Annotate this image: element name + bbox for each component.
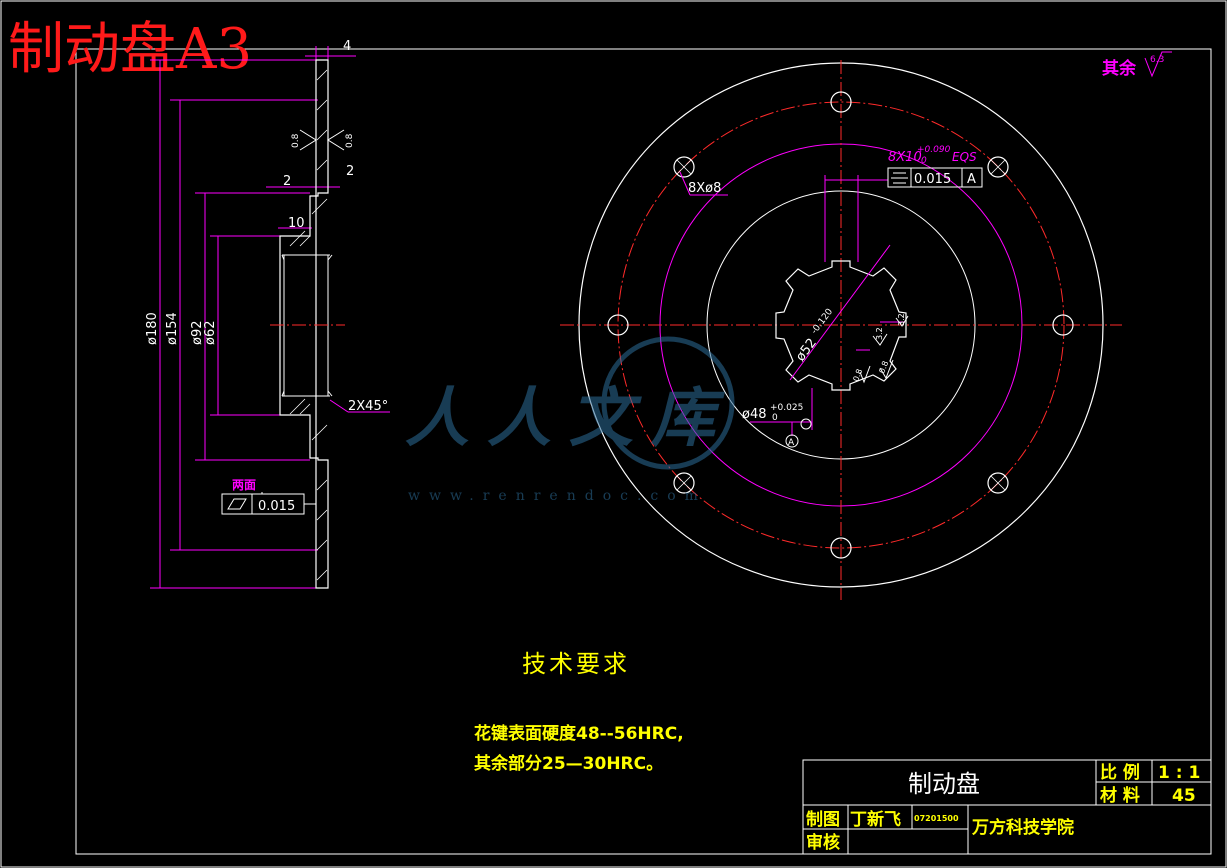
title-block: 制动盘 比 例 1 : 1 材 料 45 制图 丁新飞 07201500 审核 … <box>802 759 1212 855</box>
position-tolerance: 0.015 A <box>887 167 983 188</box>
spline-roughness-marks <box>859 315 909 384</box>
roughness-4: 3.2 <box>897 313 906 326</box>
bore-label: ø48 <box>742 407 767 422</box>
outer-spline-dim: ø52 -0.120 <box>793 307 836 365</box>
section-hatching <box>289 69 328 581</box>
dim-d180: ø180 <box>145 312 160 345</box>
material-label: 材 料 <box>1100 785 1140 806</box>
flatness-value: 0.015 <box>258 499 295 514</box>
general-roughness-label: 其余 <box>1102 58 1137 79</box>
material-value: 45 <box>1172 786 1196 806</box>
spline-roughness-values: 3.2 0.8 0.8 3.2 <box>851 313 906 382</box>
bolt-hole <box>673 472 695 494</box>
side-view: 4 2 2 10 2X45° ø180 ø154 ø92 ø62 0.8 0.8… <box>145 39 390 589</box>
scale-value: 1 : 1 <box>1158 763 1200 783</box>
front-leaders <box>679 171 905 436</box>
datum-circle <box>785 434 799 448</box>
scale-label: 比 例 <box>1100 762 1140 783</box>
tech-req-line2: 其余部分25—30HRC。 <box>474 753 663 774</box>
roughness-symbol-icon <box>1144 51 1172 78</box>
spline-suffix: EQS <box>952 150 977 164</box>
front-view: 8Xø8 8X10 +0.090 0 EQS 0.015 A ø52 -0.12… <box>560 60 1122 600</box>
bolt-hole <box>607 314 629 336</box>
dim-d92: ø92 <box>190 321 205 346</box>
bolt-hole-crosses <box>676 159 1006 491</box>
symmetry-icon <box>891 172 908 184</box>
dim-d62: ø62 <box>203 321 218 346</box>
side-dim-lines <box>150 46 390 589</box>
bolt-holes <box>607 91 1074 559</box>
sheet-title: 制动盘A3 <box>8 17 252 82</box>
roughness-3: 0.8 <box>877 360 890 375</box>
drawn-label: 制图 <box>806 809 840 830</box>
spline-profile <box>775 260 907 391</box>
watermark-brand: 人人文库 <box>405 382 733 456</box>
outer-spline-tol: -0.120 <box>810 307 836 336</box>
spline-spec-main: 8X10 <box>888 150 922 165</box>
datum-label: A <box>788 438 795 448</box>
general-roughness-value: 6.3 <box>1150 55 1164 65</box>
side-profile <box>279 59 329 589</box>
inner-frame <box>75 48 1212 855</box>
spline-tol-upper: +0.090 <box>917 145 951 155</box>
bolt-hole <box>830 91 852 113</box>
flatness-icon <box>227 498 247 510</box>
part-name: 制动盘 <box>908 770 980 798</box>
bore-dim: ø48 +0.025 0 A <box>742 403 812 448</box>
dim-d154: ø154 <box>165 312 180 345</box>
position-tol-datum: A <box>967 172 976 187</box>
bore-tol-upper: +0.025 <box>770 403 803 413</box>
spline-tol-lower: 0 <box>921 156 927 166</box>
side-dim-texts: 4 2 2 10 2X45° ø180 ø154 ø92 ø62 <box>145 39 388 414</box>
bolt-hole <box>987 156 1009 178</box>
bore-tol-lower: 0 <box>772 413 778 423</box>
envelope-icon <box>800 418 812 430</box>
tech-requirements: 技术要求 花键表面硬度48--56HRC, 其余部分25—30HRC。 <box>474 650 684 774</box>
dim-step-left: 2 <box>283 174 291 189</box>
tech-req-line1: 花键表面硬度48--56HRC, <box>474 723 684 744</box>
position-tol-value: 0.015 <box>914 172 951 187</box>
flatness-tolerance: 两面 0.015 <box>221 478 316 515</box>
dim-thickness: 4 <box>343 39 351 54</box>
dim-chamfer: 2X45° <box>348 399 388 414</box>
checked-label: 审核 <box>806 832 840 853</box>
outer-spline-label: ø52 <box>793 336 820 365</box>
drawing-no: 07201500 <box>914 814 959 823</box>
dim-hub-width: 10 <box>288 216 305 231</box>
watermark-logo-icon <box>601 336 735 470</box>
dim-step-right: 2 <box>346 164 354 179</box>
flatness-title: 两面 <box>232 478 256 492</box>
tech-req-title: 技术要求 <box>522 650 630 678</box>
roughness-face-a: 0.8 <box>291 133 301 148</box>
general-roughness-note: 其余 6.3 <box>1102 51 1172 79</box>
bolt-hole <box>673 156 695 178</box>
roughness-face-b: 0.8 <box>345 133 355 148</box>
watermark-url: www.renrendoc.com <box>408 488 707 504</box>
roughness-1: 3.2 <box>875 327 884 340</box>
roughness-2: 0.8 <box>851 368 864 383</box>
drawn-by: 丁新飞 <box>850 809 901 830</box>
bolt-hole <box>1052 314 1074 336</box>
watermark: 人人文库 www.renrendoc.com <box>405 336 735 504</box>
spline-spec: 8X10 +0.090 0 EQS <box>888 145 977 166</box>
face-roughness-marks <box>299 129 345 151</box>
bolt-hole <box>987 472 1009 494</box>
school-name: 万方科技学院 <box>971 817 1074 838</box>
hole-pattern-label: 8Xø8 <box>688 181 721 196</box>
bolt-hole <box>830 537 852 559</box>
